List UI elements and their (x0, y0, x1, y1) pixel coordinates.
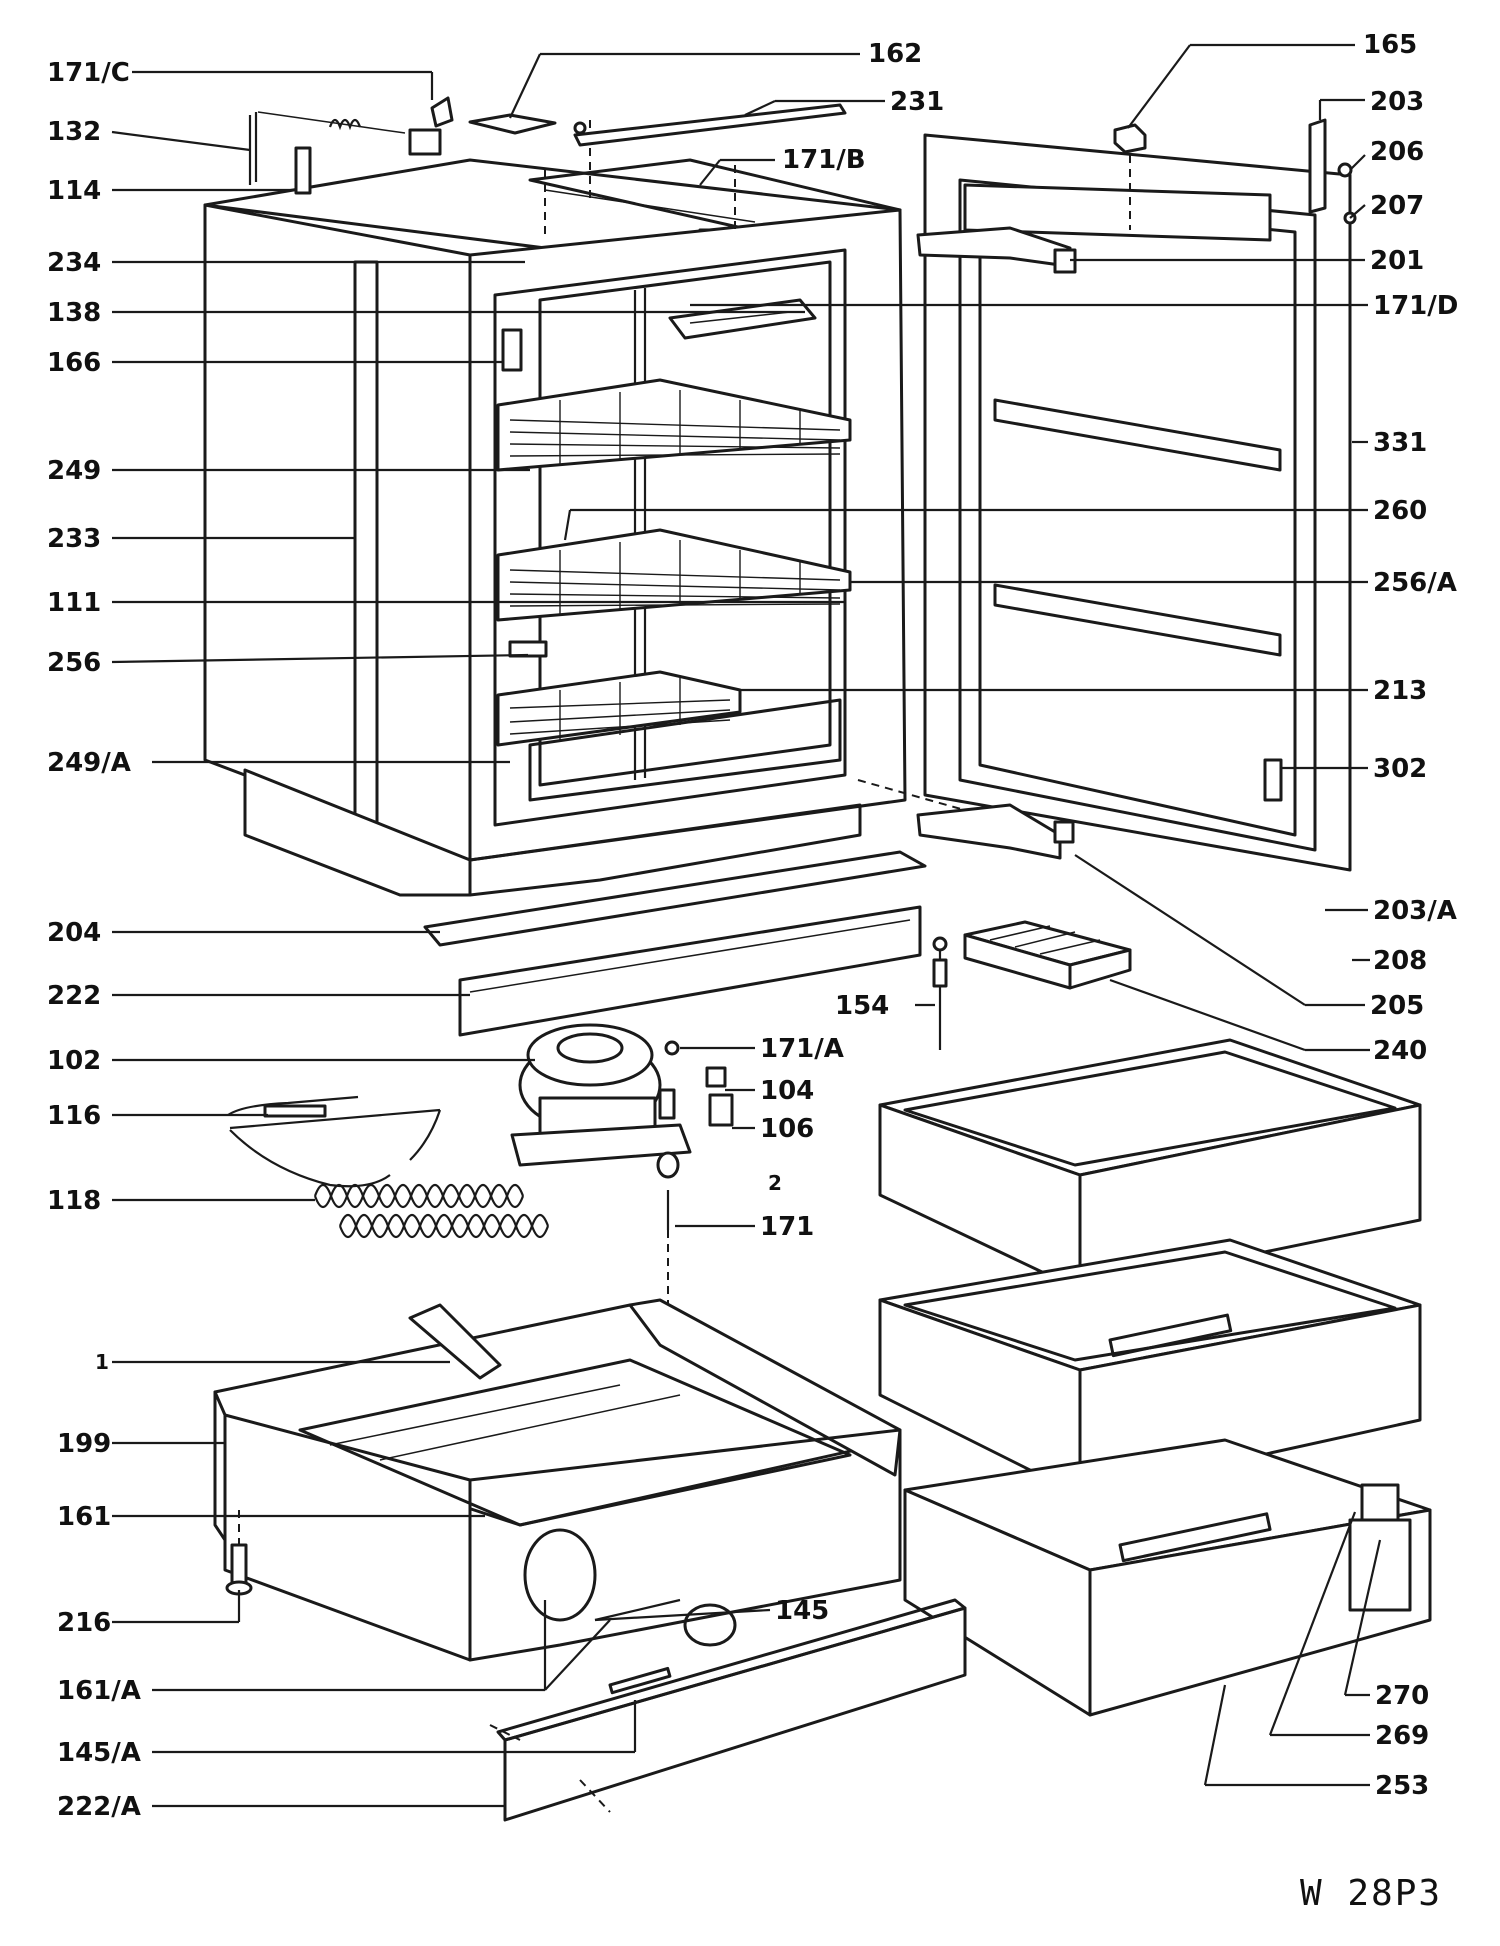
callout-171a: 171/A (760, 1034, 844, 1064)
top-small-parts (248, 96, 1357, 230)
callout-1: 1 (95, 1350, 109, 1374)
callout-labels: 171/C 162 165 231 203 132 206 171/B 114 … (47, 30, 1458, 1914)
callout-199: 199 (57, 1429, 111, 1459)
callout-145: 145 (775, 1596, 829, 1626)
front-trims (423, 850, 927, 1037)
callout-201: 201 (1370, 246, 1424, 276)
callout-208: 208 (1373, 946, 1427, 976)
callout-222a: 222/A (57, 1792, 141, 1822)
callout-206: 206 (1370, 137, 1424, 167)
wire-shelf-bottom (496, 670, 842, 802)
callout-233: 233 (47, 524, 101, 554)
door (916, 123, 1352, 872)
callout-116: 116 (47, 1101, 101, 1131)
callout-231: 231 (890, 87, 944, 117)
drawer-top (878, 1038, 1422, 1292)
callout-162: 162 (868, 39, 922, 69)
callout-256a: 256/A (1373, 568, 1457, 598)
drawer-middle (878, 1238, 1422, 1497)
callout-240: 240 (1373, 1036, 1427, 1066)
callout-145a: 145/A (57, 1738, 141, 1768)
callout-222: 222 (47, 981, 101, 1011)
callout-161a: 161/A (57, 1676, 141, 1706)
callout-203a: 203/A (1373, 896, 1457, 926)
callout-270: 270 (1375, 1681, 1429, 1711)
callout-111: 111 (47, 588, 101, 618)
callout-104: 104 (760, 1076, 814, 1106)
callout-249a: 249/A (47, 748, 131, 778)
callout-269: 269 (1375, 1721, 1429, 1751)
callout-205: 205 (1370, 991, 1424, 1021)
callout-203: 203 (1370, 87, 1424, 117)
ice-tray (963, 920, 1132, 990)
thermometer (932, 936, 948, 1050)
condenser-coil (313, 1183, 550, 1239)
callout-204: 204 (47, 918, 101, 948)
callout-165: 165 (1363, 30, 1417, 60)
wire-shelf-top (496, 378, 852, 472)
callout-161: 161 (57, 1502, 111, 1532)
callout-234: 234 (47, 248, 101, 278)
callout-118: 118 (47, 1186, 101, 1216)
leader-lines (111, 43, 1382, 1808)
callout-114: 114 (47, 176, 101, 206)
callout-213: 213 (1373, 676, 1427, 706)
callout-249: 249 (47, 456, 101, 486)
callout-302: 302 (1373, 754, 1427, 784)
callout-154: 154 (835, 991, 889, 1021)
callout-171: 171 (760, 1212, 814, 1242)
callout-138: 138 (47, 298, 101, 328)
callout-331: 331 (1373, 428, 1427, 458)
compressor (227, 1023, 734, 1320)
callout-256: 256 (47, 648, 101, 678)
callout-171b: 171/B (782, 145, 866, 175)
drawer-bottom (903, 1438, 1432, 1717)
callout-166: 166 (47, 348, 101, 378)
drawing-code: W 28P3 (1300, 1873, 1442, 1914)
callout-2: 2 (768, 1171, 782, 1195)
callout-106: 106 (760, 1114, 814, 1144)
part-drawings (203, 96, 1432, 1822)
callout-260: 260 (1373, 496, 1427, 526)
kick-plate (489, 1598, 967, 1822)
base-frame (213, 1298, 902, 1662)
callout-102: 102 (47, 1046, 101, 1076)
callout-171c: 171/C (47, 58, 130, 88)
callout-171d: 171/D (1373, 291, 1458, 321)
callout-207: 207 (1370, 191, 1424, 221)
callout-132: 132 (47, 117, 101, 147)
callout-253: 253 (1375, 1771, 1429, 1801)
callout-216: 216 (57, 1608, 111, 1638)
